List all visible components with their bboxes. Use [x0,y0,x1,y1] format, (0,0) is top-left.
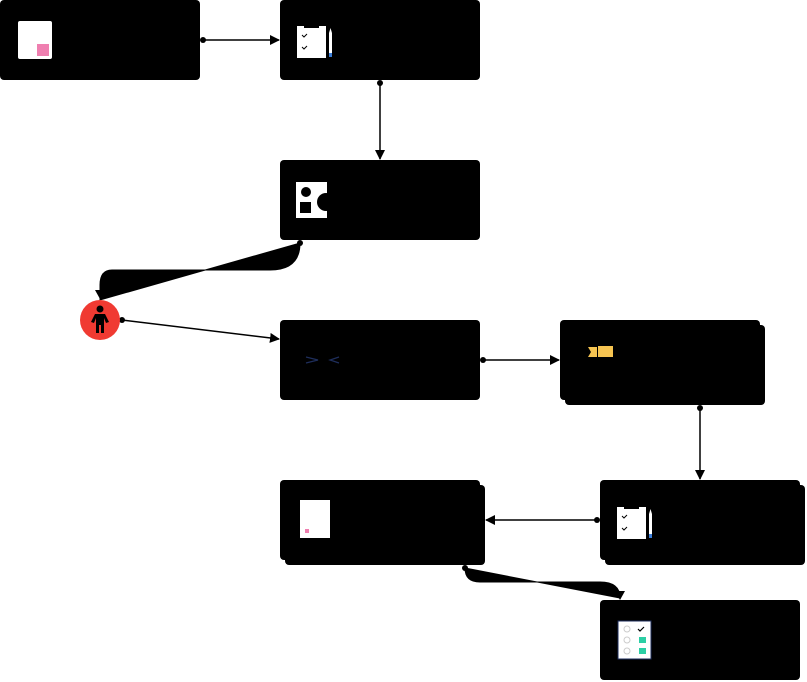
shapes-icon [296,182,335,218]
checklist-pencil-icon [297,23,332,58]
code-brackets-icon [305,356,340,364]
connector-start-dot [462,565,468,571]
flow-node-n8[interactable] [600,600,800,680]
person-icon [91,305,109,333]
flow-node-n5[interactable] [560,320,765,405]
connectors [95,35,705,600]
connector-start-dot [697,405,703,411]
connector-start-dot [480,357,486,363]
document-icon [18,21,52,59]
connector-arrowhead [95,290,105,299]
connector-start-dot [297,240,303,246]
checklist-pencil-icon [617,504,652,539]
connector-arrowhead [615,591,625,600]
document-icon [300,500,330,538]
connector-actor-n4[interactable] [121,319,280,343]
flow-node-n2[interactable] [280,0,480,80]
flow-node-n3[interactable] [280,160,480,240]
connector-start-dot [377,80,383,86]
flow-node-n4[interactable] [280,320,480,400]
connector-n7-n8[interactable] [464,567,621,599]
flow-node-n7[interactable] [280,480,485,565]
connector-start-dot [200,37,206,43]
connector-start-dot [594,517,600,523]
actor-a1[interactable] [80,300,120,340]
flow-node-n1[interactable] [0,0,200,80]
connector-start-dot [119,317,125,323]
flow-node-n6[interactable] [600,480,805,565]
checklist-icon [617,620,652,660]
ticket-icon [588,346,613,357]
connector-n3-actor[interactable] [99,242,301,301]
